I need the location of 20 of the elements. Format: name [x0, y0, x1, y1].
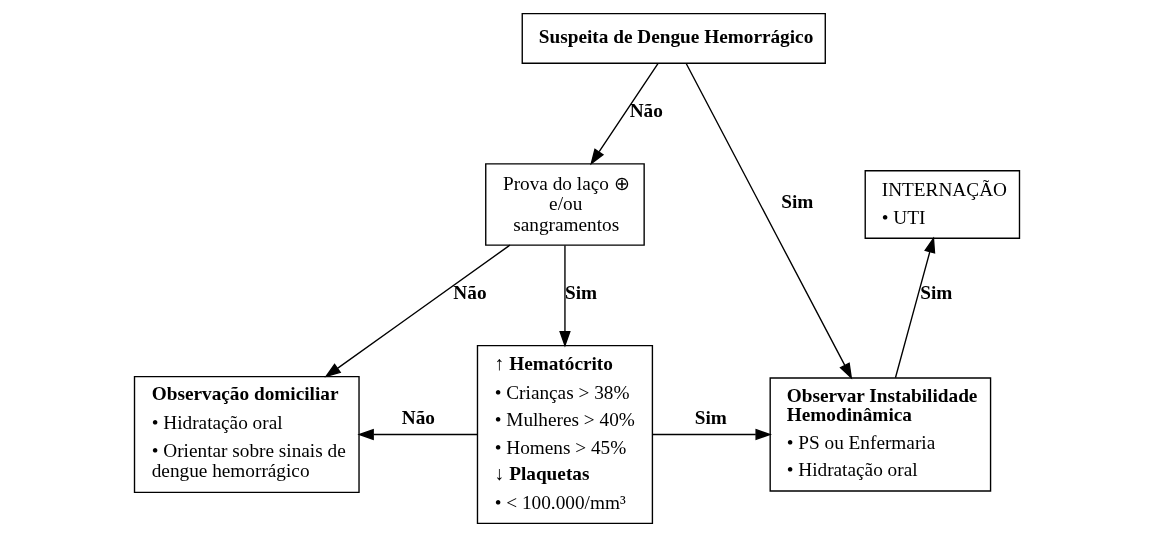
- arrow: [558, 244, 571, 348]
- edge-label: Não: [452, 282, 487, 304]
- arrow: [684, 62, 852, 380]
- edge-label: Não: [629, 100, 663, 122]
- edge-label: Sim: [694, 406, 727, 428]
- node-box: INTERNAÇÃO • UTI: [864, 170, 1020, 239]
- arrow: [651, 428, 772, 441]
- arrow: [894, 236, 935, 379]
- edge-label: Sim: [564, 282, 597, 304]
- edge-label: Sim: [919, 282, 952, 304]
- edge-label: Sim: [780, 191, 813, 213]
- arrow: [589, 62, 659, 166]
- node-box: Observar Instabilidade Hemodinâmica • PS ou Enfermaria • Hidratação oral: [769, 377, 991, 492]
- arrow: [324, 244, 511, 378]
- arrow: [356, 428, 478, 441]
- node-box: ↑ Hematócrito • Crianças > 38% • Mulheres > 40% • Homens > 45% ↓ Plaquetas • < 100.000/mm³: [476, 344, 653, 524]
- edge-label: Não: [401, 406, 435, 428]
- node-box: Suspeita de Dengue Hemorrágico: [521, 13, 826, 64]
- node-box: Prova do laço ⊕ e/ou sangramentos: [484, 163, 645, 246]
- node-box: Observação domiciliar • Hidratação oral • Orientar sobre sinais de dengue hemorrágico: [133, 375, 360, 493]
